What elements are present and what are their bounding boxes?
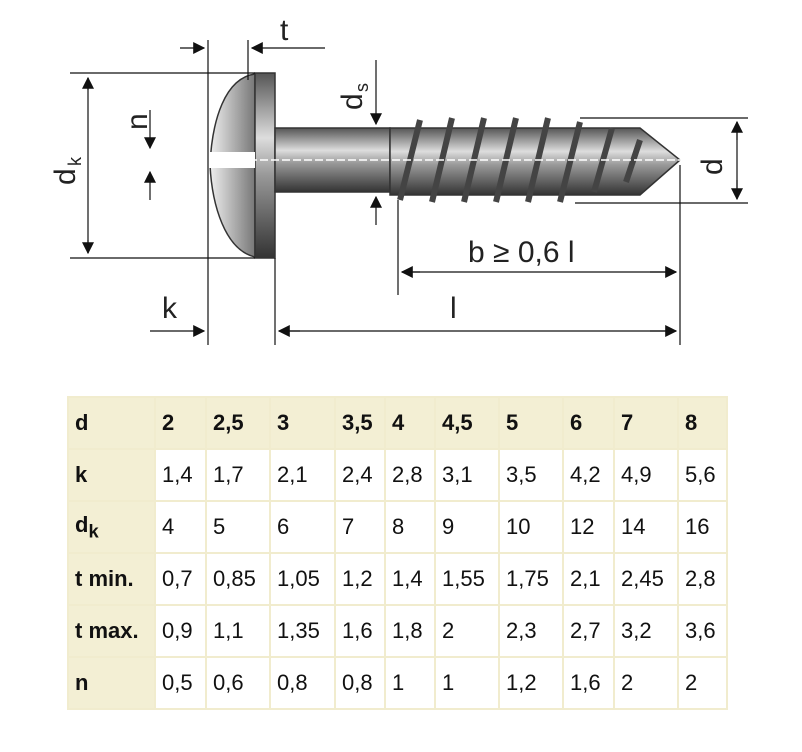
row-header: n — [67, 656, 156, 710]
table-cell: 1 — [434, 656, 500, 710]
table-cell: 2 — [434, 604, 500, 658]
table-cell: 4,2 — [562, 448, 615, 502]
table-cell: 0,9 — [154, 604, 207, 658]
table-cell: 3,5 — [498, 448, 564, 502]
label-ds-sub: s — [352, 83, 372, 92]
table-cell: 1 — [384, 656, 436, 710]
table-cell: 10 — [498, 500, 564, 554]
table-cell: 0,6 — [205, 656, 271, 710]
label-l: l — [450, 292, 457, 325]
table-cell: 0,8 — [269, 656, 336, 710]
table-cell: 1,6 — [334, 604, 386, 658]
table-cell: 5 — [498, 396, 564, 450]
row-header-label: t min. — [75, 566, 134, 591]
table-cell: 2,45 — [613, 552, 679, 606]
table-cell: 1,4 — [154, 448, 207, 502]
table-cell: 3,1 — [434, 448, 500, 502]
row-header: t min. — [67, 552, 156, 606]
table-cell: 1,05 — [269, 552, 336, 606]
table-cell: 4,9 — [613, 448, 679, 502]
dimension-lines — [70, 40, 748, 345]
table-cell: 1,2 — [498, 656, 564, 710]
table-cell: 4,5 — [434, 396, 500, 450]
table-cell: 0,5 — [154, 656, 207, 710]
row-header: k — [67, 448, 156, 502]
table-cell: 8 — [384, 500, 436, 554]
table-cell: 1,4 — [384, 552, 436, 606]
row-header-label: n — [75, 670, 89, 695]
label-ds: d — [336, 93, 369, 110]
table-cell: 0,7 — [154, 552, 207, 606]
table-cell: 6 — [269, 500, 336, 554]
table-cell: 2,8 — [384, 448, 436, 502]
table-cell: 1,7 — [205, 448, 271, 502]
table-cell: 0,8 — [334, 656, 386, 710]
table-cell: 3,2 — [613, 604, 679, 658]
table-cell: 2,3 — [498, 604, 564, 658]
label-dk-sub: k — [65, 156, 85, 166]
table-cell: 3,5 — [334, 396, 386, 450]
table-cell: 12 — [562, 500, 615, 554]
table-cell: 2,1 — [562, 552, 615, 606]
label-n: n — [121, 113, 154, 130]
row-header-label: d — [75, 511, 89, 537]
table-cell: 1,2 — [334, 552, 386, 606]
table-cell: 8 — [677, 396, 728, 450]
table-cell: 1,35 — [269, 604, 336, 658]
table-cell: 16 — [677, 500, 728, 554]
row-header-label: t max. — [75, 618, 139, 643]
label-dk: d — [49, 168, 82, 185]
table-cell: 2 — [613, 656, 679, 710]
table-cell: 7 — [334, 500, 386, 554]
table-cell: 1,8 — [384, 604, 436, 658]
table-cell: 2,1 — [269, 448, 336, 502]
table-cell: 1,1 — [205, 604, 271, 658]
label-b: b ≥ 0,6 l — [468, 236, 575, 269]
table-cell: 2,5 — [205, 396, 271, 450]
table-cell: 9 — [434, 500, 500, 554]
table-cell: 1,55 — [434, 552, 500, 606]
row-header: t max. — [67, 604, 156, 658]
row-header-label: d — [75, 410, 89, 435]
table-cell: 2,7 — [562, 604, 615, 658]
table-cell: 6 — [562, 396, 615, 450]
label-k: k — [162, 292, 178, 325]
row-header: d — [67, 396, 156, 450]
table-cell: 4 — [154, 500, 207, 554]
table-cell: 1,75 — [498, 552, 564, 606]
screw-body — [150, 72, 735, 259]
table-cell: 2,4 — [334, 448, 386, 502]
table-cell: 2,8 — [677, 552, 728, 606]
table-cell: 7 — [613, 396, 679, 450]
table-cell: 14 — [613, 500, 679, 554]
label-t: t — [280, 14, 289, 47]
table-cell: 3,6 — [677, 604, 728, 658]
row-header-subscript: k — [88, 520, 99, 542]
table-cell: 5,6 — [677, 448, 728, 502]
table-cell: 4 — [384, 396, 436, 450]
table-cell: 5 — [205, 500, 271, 554]
row-header-label: k — [75, 462, 88, 487]
table-cell: 0,85 — [205, 552, 271, 606]
row-header: dk — [67, 500, 156, 554]
table-cell: 2 — [154, 396, 207, 450]
label-d: d — [696, 158, 729, 175]
table-cell: 2 — [677, 656, 728, 710]
table-cell: 1,6 — [562, 656, 615, 710]
table-cell: 3 — [269, 396, 336, 450]
screw-dimension-drawing: t d k n d s d b ≥ 0,6 l k l — [49, 14, 748, 345]
